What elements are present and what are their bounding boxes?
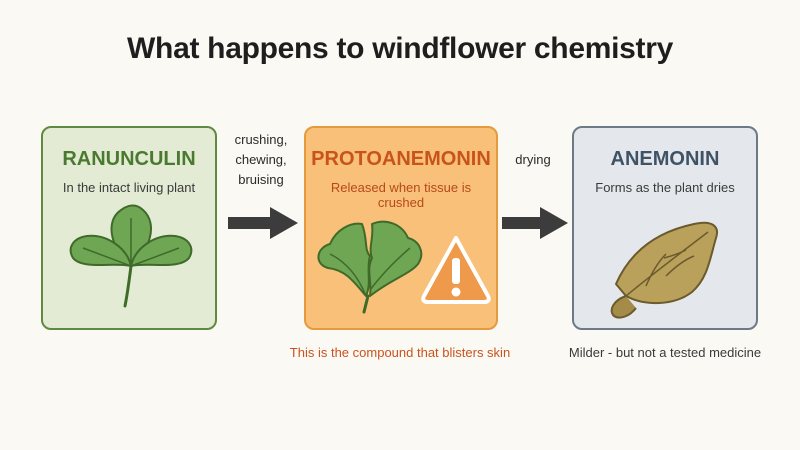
transition-line: chewing, <box>235 152 287 167</box>
warning-icon <box>421 236 491 304</box>
diagram-title: What happens to windflower chemistry <box>127 32 673 65</box>
protoanemonin-caption: This is the compound that blisters skin <box>289 345 511 360</box>
arrow-right-icon <box>502 207 568 239</box>
stage-description: Released when tissue is crushed <box>330 180 472 210</box>
transition-line: crushing, <box>234 132 288 147</box>
stage-name: ANEMONIN <box>610 148 720 170</box>
dried-leaf-icon <box>610 221 718 319</box>
transition-label-drying: drying <box>506 150 560 170</box>
torn-leaf-warning-icon <box>317 220 491 314</box>
stage-name: PROTOANEMONIN <box>311 148 491 170</box>
stage-name: RANUNCULIN <box>62 148 196 170</box>
transition-label-crushing: crushing, chewing, bruising <box>226 130 296 190</box>
stage-box-protoanemonin: PROTOANEMONIN Released when tissue is cr… <box>304 126 498 330</box>
anemonin-caption: Milder - but not a tested medicine <box>568 345 762 360</box>
green-leaf-icon <box>69 204 193 308</box>
stage-box-anemonin: ANEMONIN Forms as the plant dries <box>572 126 758 330</box>
transition-line: bruising <box>238 172 284 187</box>
stage-box-ranunculin: RANUNCULIN In the intact living plant <box>41 126 217 330</box>
stage-description: In the intact living plant <box>62 180 196 195</box>
stage-description: Forms as the plant dries <box>595 180 735 195</box>
arrow-right-icon <box>228 207 298 239</box>
transition-line: drying <box>515 152 551 167</box>
